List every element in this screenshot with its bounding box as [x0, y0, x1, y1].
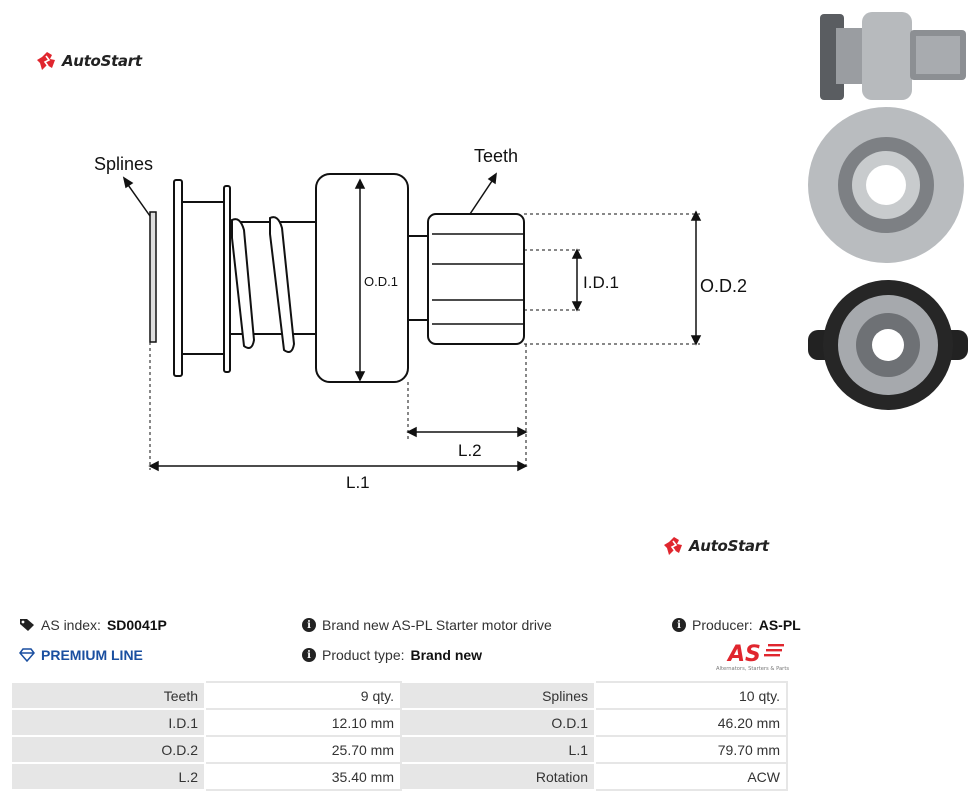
- table-row: L.2 35.40 mm Rotation ACW: [10, 762, 788, 791]
- autostart-logo-icon: [664, 537, 682, 555]
- product-type-value: Brand new: [410, 647, 483, 663]
- autostart-logo-icon: [37, 52, 55, 70]
- svg-text:Alternators, Starters & Parts: Alternators, Starters & Parts: [716, 666, 789, 672]
- spec-key: L.1: [400, 735, 596, 764]
- autostart-logo-top: AutoStart: [37, 51, 142, 71]
- label-id1: I.D.1: [583, 273, 619, 292]
- spec-value: 12.10 mm: [204, 708, 402, 737]
- product-type-line: i Product type: Brand new: [302, 647, 482, 663]
- table-row: Teeth 9 qty. Splines 10 qty.: [10, 681, 788, 710]
- product-description: Brand new AS-PL Starter motor drive: [322, 617, 552, 633]
- label-od1: O.D.1: [364, 274, 398, 289]
- product-photo-front[interactable]: [808, 107, 964, 263]
- spec-value: ACW: [594, 762, 788, 791]
- spec-key: O.D.1: [400, 708, 596, 737]
- producer-label: Producer:: [692, 617, 753, 633]
- table-row: I.D.1 12.10 mm O.D.1 46.20 mm: [10, 708, 788, 737]
- spec-value: 9 qty.: [204, 681, 402, 710]
- autostart-logo-text: AutoStart: [62, 52, 142, 70]
- starter-drive-diagram: Splines Teeth O.D.1 I.D.1 O.D.2 L.2 L.1: [94, 146, 747, 492]
- label-teeth: Teeth: [474, 146, 518, 166]
- as-index-label: AS index:: [41, 617, 101, 633]
- spec-value: 25.70 mm: [204, 735, 402, 764]
- info-icon: i: [302, 648, 316, 662]
- product-photo-side[interactable]: [820, 12, 966, 100]
- spec-value: 10 qty.: [594, 681, 788, 710]
- label-splines: Splines: [94, 154, 153, 174]
- spec-value: 46.20 mm: [594, 708, 788, 737]
- product-photos: [808, 12, 968, 410]
- producer-line: i Producer: AS-PL: [672, 617, 801, 633]
- spec-key: Teeth: [10, 681, 206, 710]
- specifications-table: Teeth 9 qty. Splines 10 qty. I.D.1 12.10…: [10, 681, 788, 791]
- label-l2: L.2: [458, 441, 482, 460]
- tag-icon: [20, 619, 34, 631]
- spec-value: 79.70 mm: [594, 735, 788, 764]
- premium-line-badge: PREMIUM LINE: [19, 647, 143, 663]
- producer-value: AS-PL: [758, 617, 801, 633]
- spec-key: Splines: [400, 681, 596, 710]
- svg-text:AS: AS: [726, 642, 761, 667]
- product-type-label: Product type:: [322, 647, 405, 663]
- label-od2: O.D.2: [700, 276, 747, 296]
- as-pl-logo: AS Alternators, Starters & Parts: [716, 642, 789, 672]
- description-line: i Brand new AS-PL Starter motor drive: [302, 617, 552, 633]
- spec-key: L.2: [10, 762, 206, 791]
- label-l1: L.1: [346, 473, 370, 492]
- premium-label: PREMIUM LINE: [41, 647, 143, 663]
- spec-key: I.D.1: [10, 708, 206, 737]
- info-icon: i: [672, 618, 686, 632]
- diamond-icon: [19, 648, 35, 662]
- spec-key: O.D.2: [10, 735, 206, 764]
- table-row: O.D.2 25.70 mm L.1 79.70 mm: [10, 735, 788, 764]
- autostart-logo-bottom: AutoStart: [664, 536, 769, 556]
- product-photo-back[interactable]: [808, 280, 968, 410]
- info-icon: i: [302, 618, 316, 632]
- as-index-value: SD0041P: [106, 617, 167, 633]
- spec-value: 35.40 mm: [204, 762, 402, 791]
- spec-key: Rotation: [400, 762, 596, 791]
- as-index-line: AS index: SD0041P: [19, 617, 167, 633]
- autostart-logo-text: AutoStart: [689, 537, 769, 555]
